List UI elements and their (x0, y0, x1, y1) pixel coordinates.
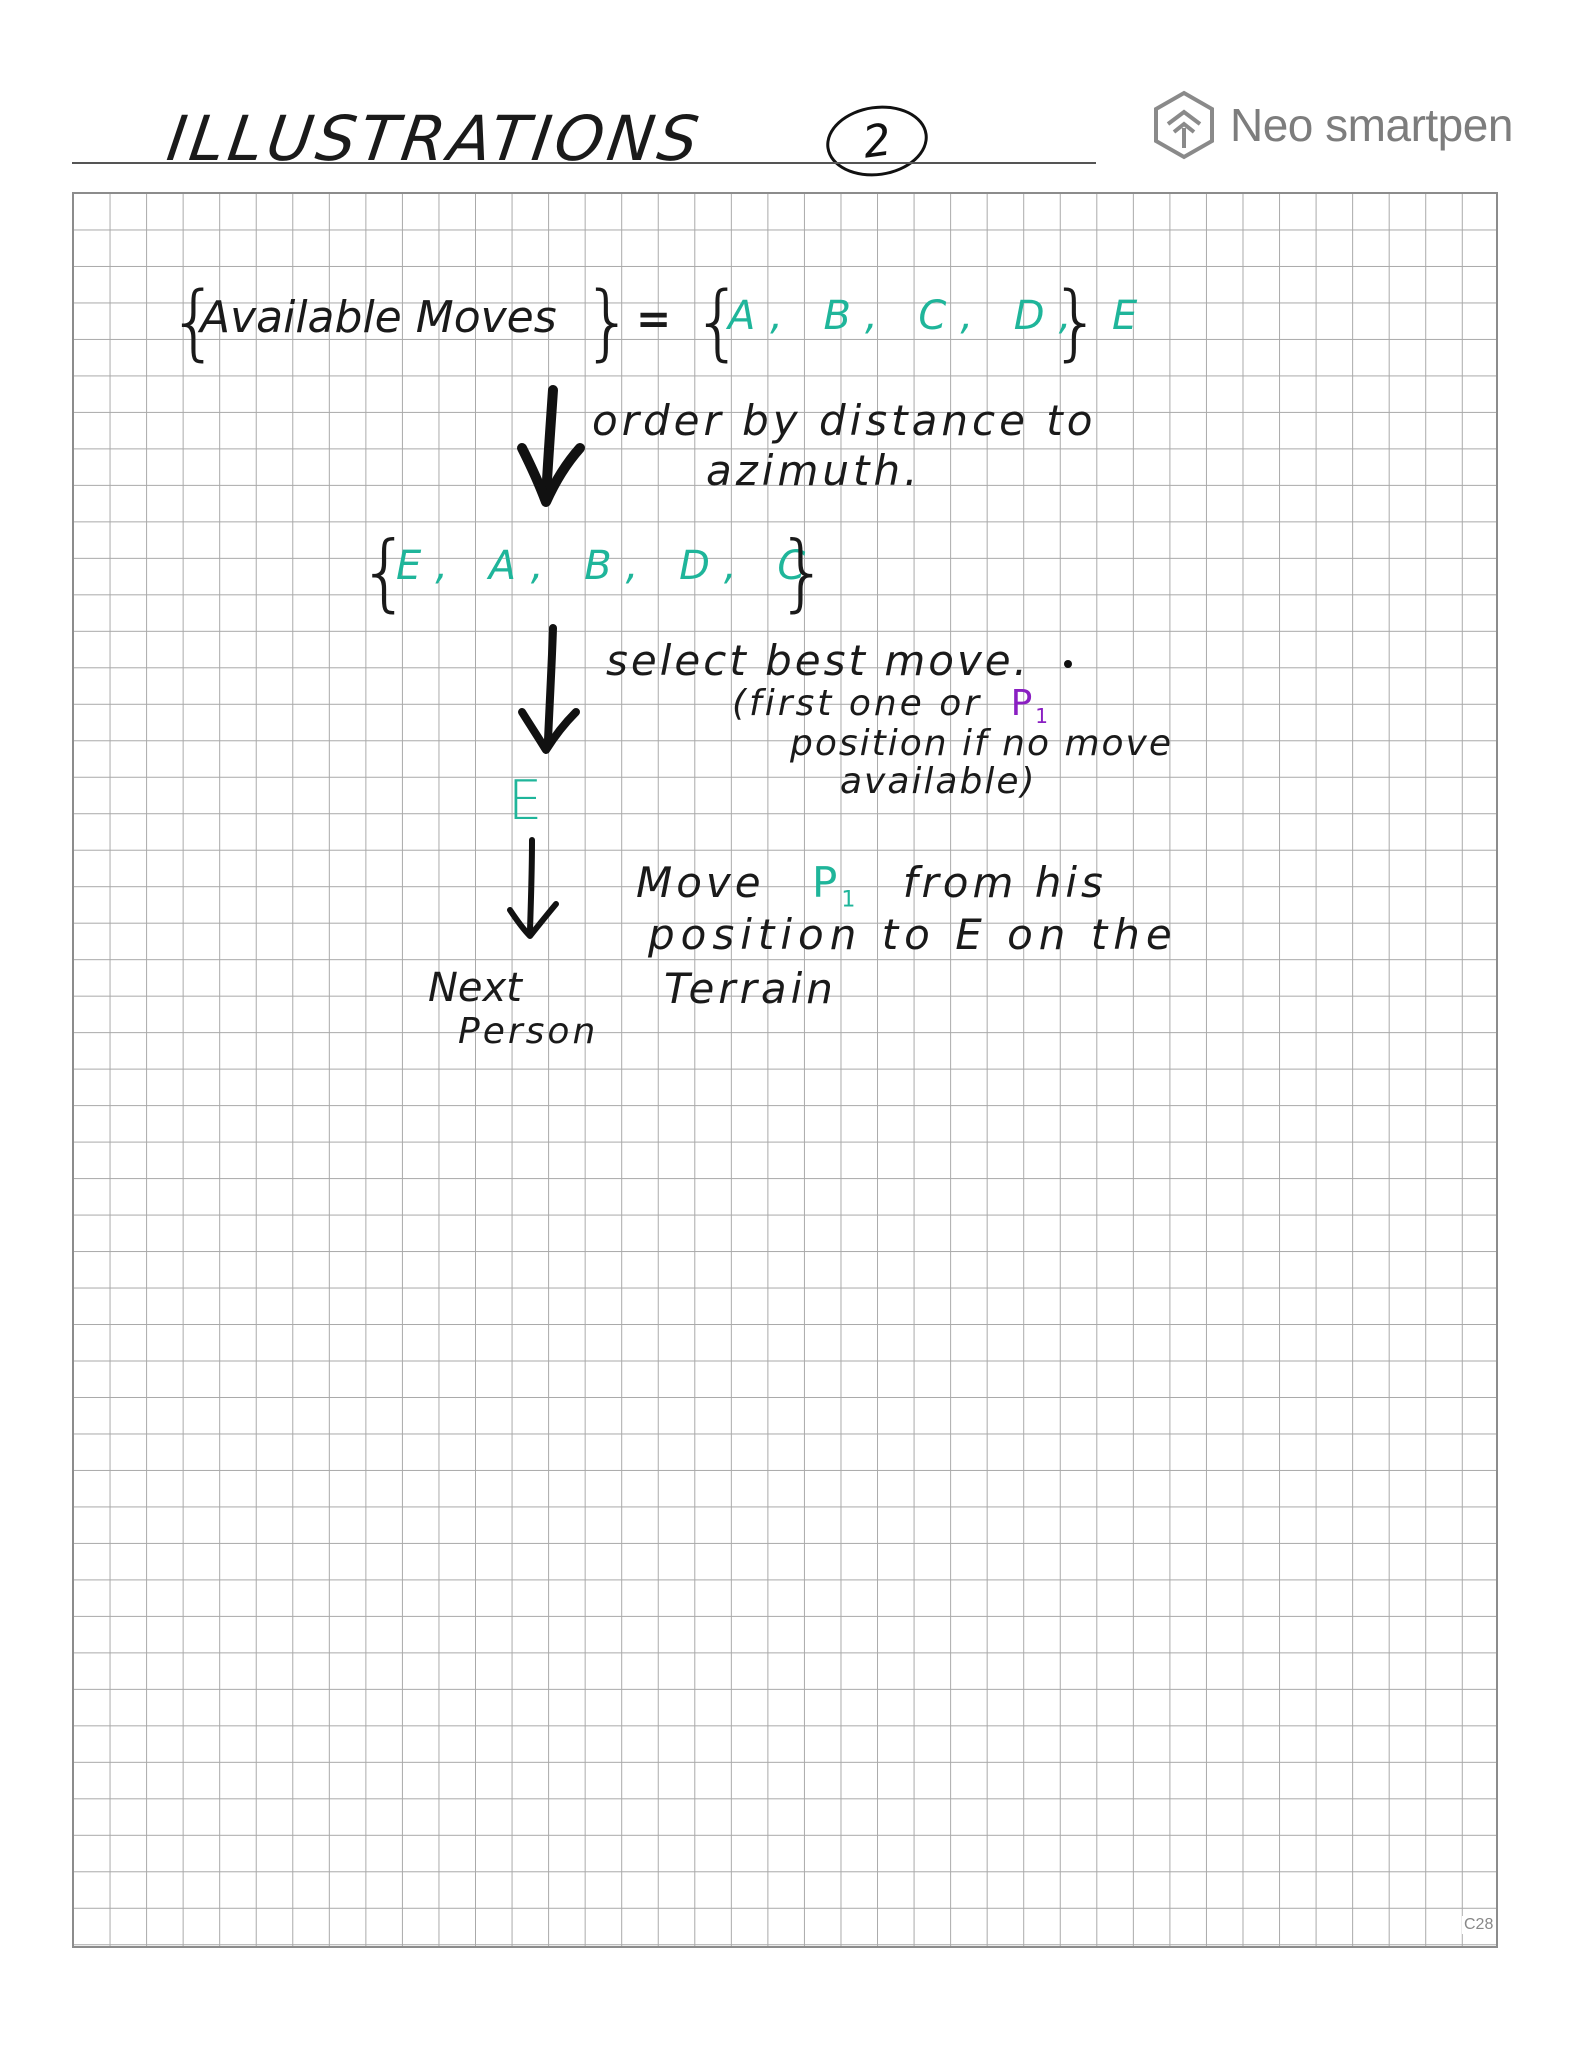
equals-sign: = (636, 294, 672, 343)
header-rule (72, 162, 1096, 164)
brace-open: { (358, 523, 412, 621)
ordered-moves-list: E, A, B, D, C (396, 543, 820, 589)
step-move-text-2: position to E on the (648, 910, 1178, 959)
brace-close: } (776, 523, 830, 621)
arrow-down-icon (507, 837, 559, 939)
neo-smartpen-logo-icon (1154, 90, 1214, 160)
step-select-paren: (first one or (732, 683, 983, 724)
set-moves-list: A, B, C, D, E (728, 293, 1152, 339)
brace-close: } (1050, 275, 1103, 370)
arrow-down-icon (517, 385, 585, 507)
person-label: P1 (812, 858, 859, 911)
step-order-text: order by distance to (592, 396, 1097, 445)
brace-open: { (692, 275, 745, 370)
step-move-text-3: Terrain (664, 964, 837, 1013)
step-order-text-2: azimuth. (706, 446, 922, 495)
page-code: C28 (1462, 1916, 1496, 1934)
arrow-down-icon (518, 624, 580, 754)
next-label: Next (428, 965, 522, 1011)
step-select-text: select best move. (606, 636, 1030, 685)
brace-open: { (168, 275, 221, 370)
brace-close: } (582, 275, 635, 370)
brand-name: Neo smartpen (1230, 99, 1513, 151)
selected-move: E (508, 769, 543, 832)
step-select-text-2: (first one or P1 (732, 683, 1051, 727)
brand: Neo smartpen (1152, 90, 1513, 160)
person-label-text: Person (458, 1011, 599, 1052)
step-select-text-4: available) (840, 761, 1037, 802)
person-label: P1 (1010, 683, 1051, 727)
step-move-text: Move P1 from his (636, 862, 1107, 911)
person-subscript: 1 (1035, 704, 1052, 729)
set-label-available-moves: Available Moves (200, 292, 557, 343)
step-select-text-3: position if no move (790, 723, 1173, 764)
grid-paper (72, 192, 1498, 1948)
person-letter: P (1010, 683, 1036, 724)
step-move-from: from his (902, 858, 1107, 907)
person-subscript: 1 (841, 887, 860, 913)
person-letter: P (812, 858, 842, 907)
step-move-word: Move (636, 858, 765, 907)
